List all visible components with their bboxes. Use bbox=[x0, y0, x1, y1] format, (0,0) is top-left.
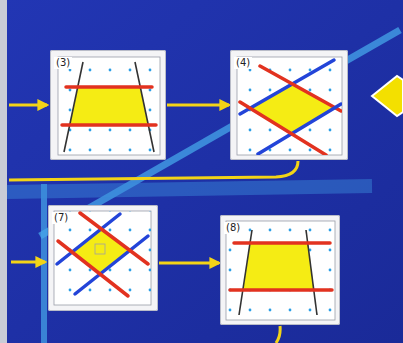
red-line bbox=[230, 288, 332, 292]
yellow-parallelogram bbox=[72, 228, 130, 274]
card-number: (7) bbox=[52, 212, 70, 224]
grid-frame bbox=[226, 221, 335, 320]
figure bbox=[62, 62, 156, 152]
card-number: (3) bbox=[54, 57, 72, 69]
flow-curve bbox=[9, 161, 298, 180]
grid-frame bbox=[54, 211, 151, 305]
puzzle-card: (3) bbox=[50, 50, 166, 160]
red-line bbox=[80, 213, 148, 264]
screen-edge bbox=[0, 0, 7, 343]
figure bbox=[57, 213, 148, 296]
small-square bbox=[95, 244, 105, 254]
card-face bbox=[50, 50, 166, 160]
blue-line bbox=[258, 104, 341, 154]
red-line bbox=[260, 66, 341, 111]
flow-arrow bbox=[9, 104, 47, 107]
yellow-trapezoid bbox=[243, 243, 314, 290]
card-number: (4) bbox=[234, 57, 252, 69]
card-face bbox=[220, 215, 340, 325]
card-number: (8) bbox=[224, 222, 242, 234]
red-line bbox=[240, 102, 326, 155]
yellow-trapezoid bbox=[70, 87, 148, 125]
red-line bbox=[234, 241, 330, 245]
flow-curve bbox=[276, 326, 280, 343]
black-line bbox=[135, 62, 154, 152]
red-line bbox=[66, 85, 152, 89]
puzzle-card: (4) bbox=[230, 50, 348, 160]
light-stripe bbox=[7, 186, 372, 192]
dot-grid bbox=[226, 221, 335, 320]
flow-arrow bbox=[167, 104, 229, 107]
black-line bbox=[64, 62, 83, 152]
grid-frame bbox=[58, 57, 160, 155]
card-face bbox=[230, 50, 348, 160]
dot-grid bbox=[237, 57, 342, 155]
flow-arrow bbox=[159, 262, 219, 265]
blue-line bbox=[240, 60, 334, 114]
puzzle-card: (8) bbox=[220, 215, 340, 325]
yellow-diamond bbox=[372, 76, 403, 116]
flow-arrow bbox=[11, 261, 45, 264]
puzzle-card: (7) bbox=[48, 205, 158, 311]
red-line bbox=[58, 241, 128, 296]
figure bbox=[230, 230, 332, 315]
red-line bbox=[62, 123, 156, 127]
card-face bbox=[48, 205, 158, 311]
figure bbox=[240, 60, 341, 155]
dot-grid bbox=[54, 211, 151, 305]
grid-frame bbox=[237, 57, 342, 155]
dot-grid bbox=[58, 57, 160, 155]
yellow-rhombus bbox=[250, 84, 335, 134]
